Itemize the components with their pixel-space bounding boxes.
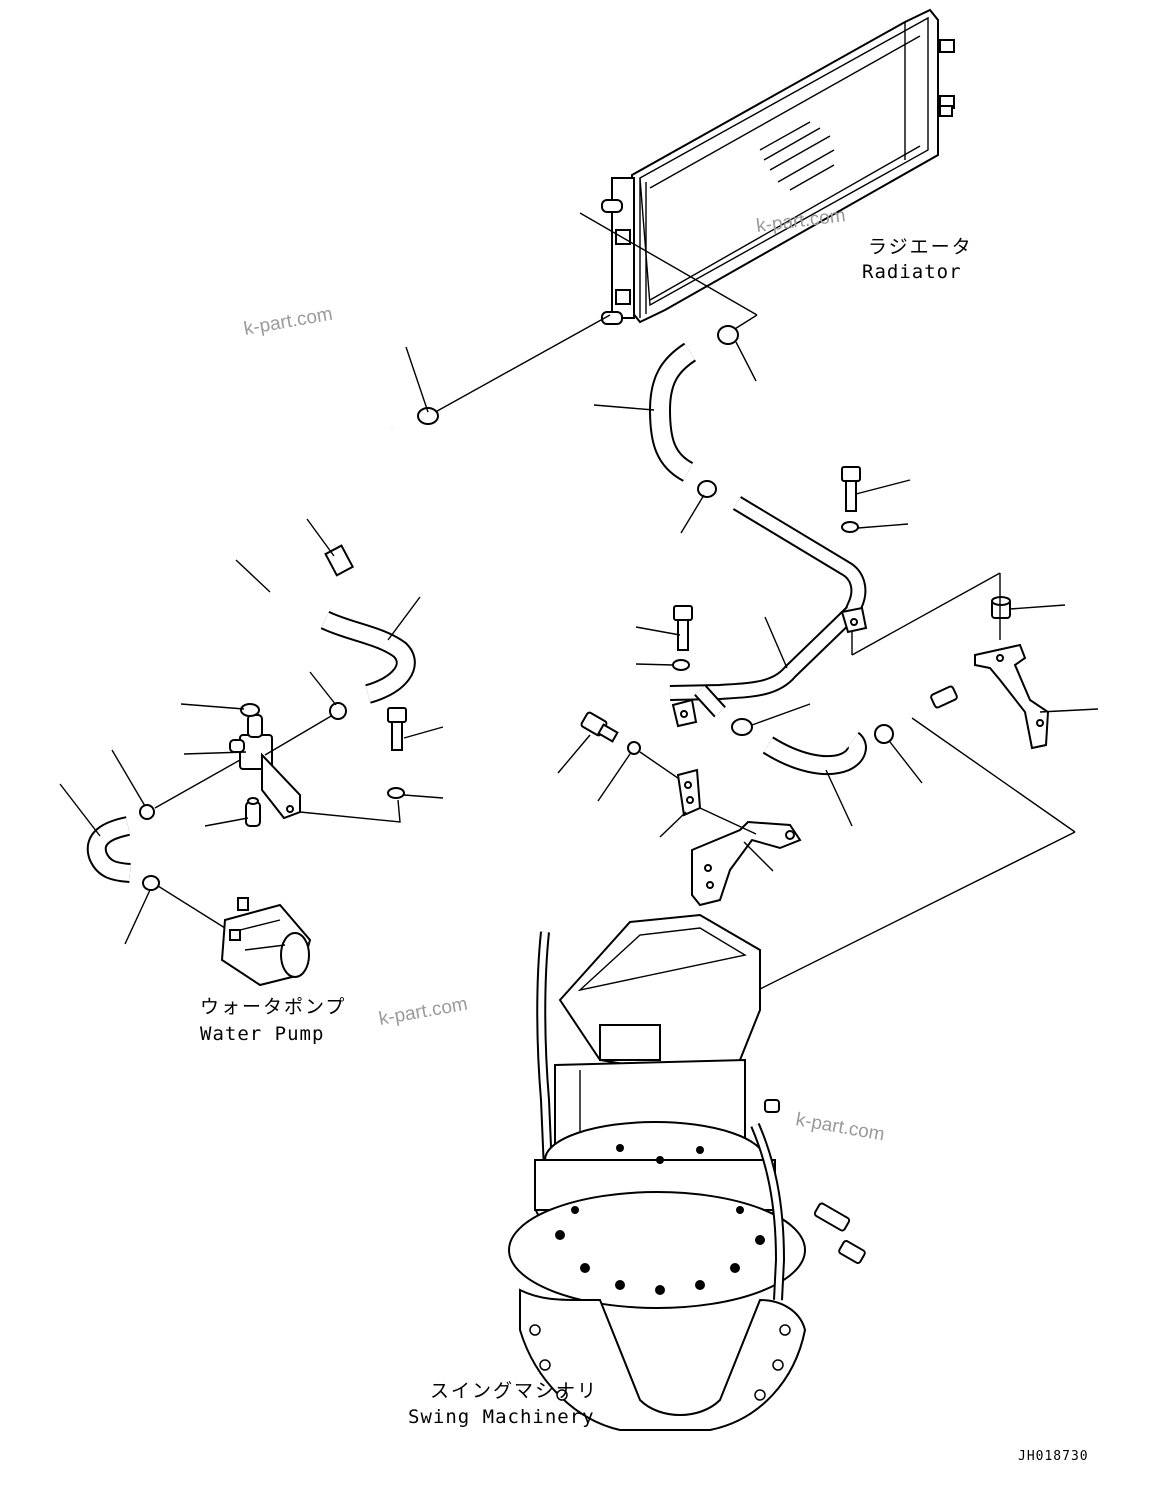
watermark: k-part.com xyxy=(242,304,334,340)
swing-machinery-label-en: Swing Machinery xyxy=(408,1406,595,1428)
watermark: k-part.com xyxy=(377,994,469,1030)
bracket-right xyxy=(974,643,1099,750)
water-pump-label: ウォータポンプ Water Pump xyxy=(200,996,346,1045)
elbow-hose-left xyxy=(59,783,131,883)
spacer-right xyxy=(991,573,1066,640)
radiator-label: ラジエータ Radiator xyxy=(862,236,973,283)
clamps-lower-left xyxy=(111,749,241,945)
clip-bracket xyxy=(659,768,702,838)
s-bend-hose xyxy=(320,596,421,704)
bolt-right-top xyxy=(841,466,911,533)
drawing-code: JH018730 xyxy=(1018,1449,1089,1464)
water-pump-label-jp: ウォータポンプ xyxy=(200,996,346,1018)
metal-pipe xyxy=(669,496,1001,728)
clamp-upper-left xyxy=(405,346,439,425)
nipple-fitting xyxy=(741,685,1076,999)
tee-fitting xyxy=(183,711,339,820)
lower-right-hose xyxy=(762,731,867,827)
upper-right-hose xyxy=(593,342,697,482)
radiator-label-jp: ラジエータ xyxy=(868,236,973,258)
watermark: k-part.com xyxy=(794,1109,886,1145)
bolt-left xyxy=(299,707,444,823)
swing-machinery-drawing xyxy=(508,913,866,1431)
swing-machinery-label: スイングマシナリ Swing Machinery xyxy=(408,1380,598,1428)
clamps-upper-right xyxy=(680,325,757,534)
clamp-tee xyxy=(180,671,347,720)
clamps-lower-right xyxy=(731,703,923,784)
swing-machinery-label-jp: スイングマシナリ xyxy=(430,1380,598,1402)
water-pump-label-en: Water Pump xyxy=(200,1023,324,1045)
banjo-bolt xyxy=(557,711,689,802)
bolt-right-mid xyxy=(635,605,693,671)
mounting-bracket xyxy=(691,807,802,907)
radiator-drawing xyxy=(601,8,955,325)
plug-fitting xyxy=(204,797,261,827)
radiator-label-en: Radiator xyxy=(862,261,962,283)
water-pump-drawing xyxy=(220,897,312,987)
upper-left-hose xyxy=(231,420,398,669)
